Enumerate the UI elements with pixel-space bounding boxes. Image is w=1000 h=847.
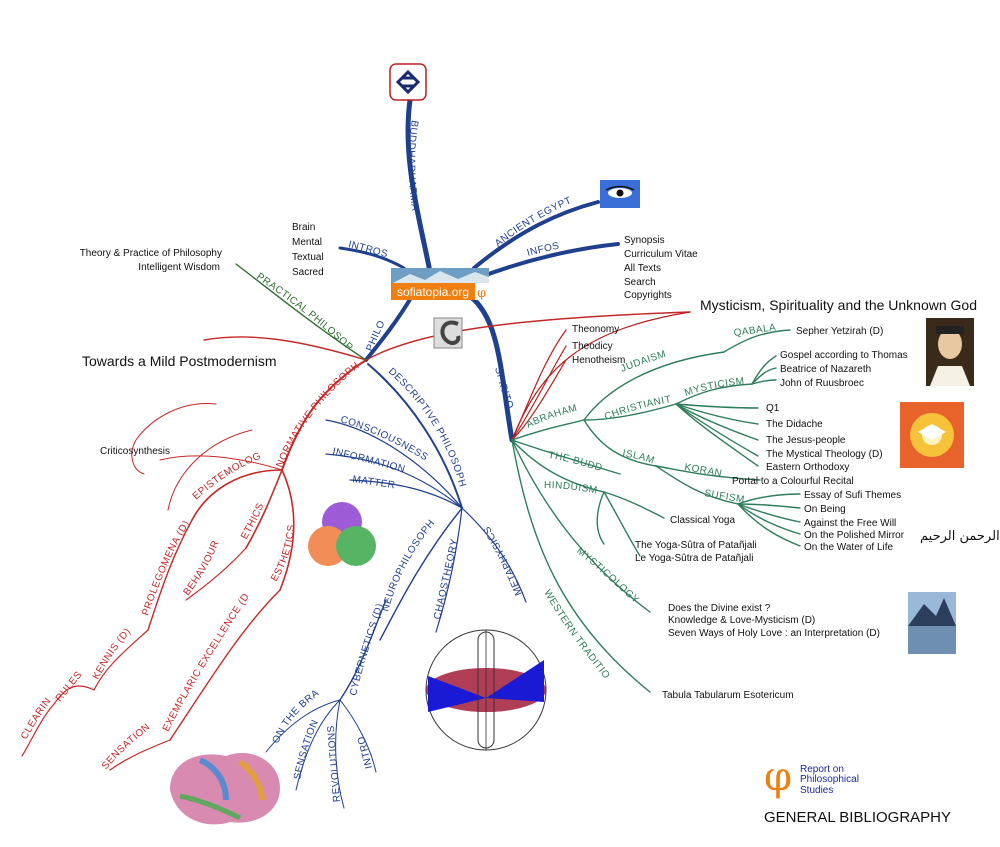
branch-sensations-red[interactable]: SENSATIONS	[0, 0, 153, 772]
infos-copyrights[interactable]: Copyrights	[624, 290, 672, 301]
branch-kennis[interactable]: KENNIS (D)	[91, 626, 133, 681]
mysticism-header[interactable]: Mysticism, Spirituality and the Unknown …	[700, 297, 977, 313]
infos-search[interactable]: Search	[624, 277, 656, 288]
metallic-logo-icon[interactable]	[433, 317, 463, 349]
myst-ruusbroec[interactable]: John of Ruusbroec	[780, 378, 864, 389]
branch-on-the-brain[interactable]: ON THE BRAIN	[0, 0, 321, 745]
mysticology-knowledge[interactable]: Knowledge & Love-Mysticism (D)	[668, 615, 815, 626]
arabic-calligraphy-icon[interactable]: بسم الله الرحمن الرحيم	[920, 529, 1000, 544]
myst-didache[interactable]: The Didache	[766, 419, 823, 430]
branch-intros[interactable]: INTROS	[347, 239, 389, 260]
mild-postmodernism[interactable]: Towards a Mild Postmodernism	[82, 353, 277, 369]
branch-clearings[interactable]: CLEARINGS	[0, 0, 54, 741]
branch-metaphysics[interactable]: METAPHYSICS	[482, 524, 525, 597]
arabic-calligraphy-text: بسم الله الرحمن الرحيم	[920, 529, 1000, 544]
branch-spirito[interactable]: SPIRITO	[492, 366, 515, 410]
phi-logo-glyph: φ	[764, 754, 792, 800]
branch-koran[interactable]: KORAN	[684, 462, 724, 480]
branch-revolutions[interactable]: REVOLUTIONS	[326, 725, 343, 803]
infos-synopsis[interactable]: Synopsis	[624, 235, 665, 246]
theism-theonomy[interactable]: Theonomy	[572, 324, 619, 335]
myst-eastern-orthodoxy[interactable]: Eastern Orthodoxy	[766, 462, 849, 473]
branch-matter[interactable]: MATTER	[352, 474, 396, 491]
infos-curriculum[interactable]: Curriculum Vitae	[624, 249, 698, 260]
intros-sacred[interactable]: Sacred	[292, 267, 324, 278]
koran-portal[interactable]: Portal to a Colourful Recital	[732, 476, 854, 487]
sufism-essay[interactable]: Essay of Sufi Themes	[804, 490, 901, 501]
sufism-on-being[interactable]: On Being	[804, 504, 846, 515]
branch-information[interactable]: INFORMATION	[331, 446, 406, 475]
yoga-sutra-fr[interactable]: Le Yoga-Sûtra de Patañjali	[635, 553, 753, 564]
intros-brain[interactable]: Brain	[292, 222, 315, 233]
branch-western-tradition[interactable]: WESTERN TRADITION	[0, 0, 612, 681]
mysticology-seven-ways[interactable]: Seven Ways of Holy Love : an Interpretat…	[668, 628, 880, 639]
classical-yoga[interactable]: Classical Yoga	[670, 515, 735, 526]
venn-diagram-icon[interactable]	[308, 502, 376, 566]
phi-logo[interactable]: φ	[764, 754, 792, 800]
phi-icon: φ	[477, 286, 486, 301]
report-line-3[interactable]: Studies	[800, 785, 833, 796]
branch-sensations-blue[interactable]: SENSATIONS	[0, 0, 321, 781]
branch-prolegomena[interactable]: PROLEGOMENA (D)	[140, 519, 192, 617]
branch-abraham[interactable]: ABRAHAM	[525, 403, 579, 431]
branch-judaism[interactable]: JUDAISM	[619, 349, 667, 375]
report-line-1[interactable]: Report on	[800, 764, 844, 775]
intros-textual[interactable]: Textual	[292, 252, 324, 263]
myst-jesus-people[interactable]: The Jesus-people	[766, 435, 846, 446]
sufism-water-of-life[interactable]: On the Water of Life	[804, 542, 894, 553]
branch-hinduism[interactable]: HINDUISM	[544, 480, 598, 496]
sufism-polished-mirror[interactable]: On the Polished Mirror	[804, 530, 905, 541]
report-line-2[interactable]: Philosophical	[800, 774, 859, 785]
eye-of-horus-icon[interactable]	[600, 180, 640, 208]
sofiatopia-logo[interactable]: sofiatopia.org φ	[391, 268, 489, 301]
yoga-sutra-en[interactable]: The Yoga-Sûtra of Patañjali	[635, 540, 757, 551]
qabalah-sepher[interactable]: Sepher Yetzirah (D)	[796, 326, 883, 337]
myst-mystical-theology[interactable]: The Mystical Theology (D)	[766, 449, 883, 460]
branch-sufism[interactable]: SUFISM	[704, 488, 746, 506]
criticosynthesis[interactable]: Criticosynthesis	[100, 446, 170, 457]
theism-henotheism[interactable]: Henotheism	[572, 355, 625, 366]
branch-mysticology[interactable]: MYSTICOLOGY	[574, 546, 641, 606]
myst-q1[interactable]: Q1	[766, 403, 780, 414]
western-tabula[interactable]: Tabula Tabularum Esotericum	[662, 690, 794, 701]
branch-neurophilosophy[interactable]: NEUROPHILOSOPHY	[0, 0, 437, 613]
branch-normative[interactable]: NORMATIVE PHILOSOPHY	[0, 0, 362, 469]
branch-islam[interactable]: ISLAM	[622, 448, 657, 466]
branch-rules[interactable]: RULES	[54, 669, 85, 704]
theism-theodicy[interactable]: Theodicy	[572, 341, 613, 352]
sufism-free-will[interactable]: Against the Free Will	[804, 518, 896, 529]
branch-intro[interactable]: INTRO	[356, 735, 375, 770]
branch-buddhadharma[interactable]: BUDDHADHARMA	[405, 119, 420, 211]
myst-thomas[interactable]: Gospel according to Thomas	[780, 350, 908, 361]
branch-behaviours[interactable]: BEHAVIOURS	[0, 0, 222, 598]
brain-icon[interactable]	[170, 752, 280, 825]
branch-mysticism[interactable]: MYSTICISM	[683, 376, 745, 399]
portrait-icon[interactable]	[926, 318, 974, 386]
branch-practical-philosophy[interactable]: PRACTICAL PHILOSOPHY	[0, 0, 355, 354]
myst-beatrice[interactable]: Beatrice of Nazareth	[780, 364, 871, 375]
general-bibliography[interactable]: GENERAL BIBLIOGRAPHY	[764, 809, 951, 826]
holy-spirit-icon[interactable]	[900, 402, 964, 468]
branch-esthetics[interactable]: ESTHETICS	[269, 524, 297, 584]
mysticology-divine[interactable]: Does the Divine exist ?	[668, 603, 771, 614]
intros-mental[interactable]: Mental	[292, 237, 322, 248]
infos-all-texts[interactable]: All Texts	[624, 263, 661, 274]
branch-cybernetics[interactable]: CYBERNETICS (D)	[348, 602, 386, 697]
endless-knot-icon[interactable]	[389, 63, 427, 101]
practical-theory[interactable]: Theory & Practice of Philosophy	[80, 248, 222, 259]
practical-wisdom[interactable]: Intelligent Wisdom	[138, 262, 220, 273]
branch-qabalah[interactable]: QABALAH	[0, 0, 777, 339]
sphere-diagram-icon[interactable]	[425, 629, 547, 751]
site-name[interactable]: sofiatopia.org	[397, 285, 469, 299]
branch-ancient-egypt[interactable]: ANCIENT EGYPT	[493, 195, 573, 249]
mountain-lake-icon[interactable]	[908, 592, 956, 654]
